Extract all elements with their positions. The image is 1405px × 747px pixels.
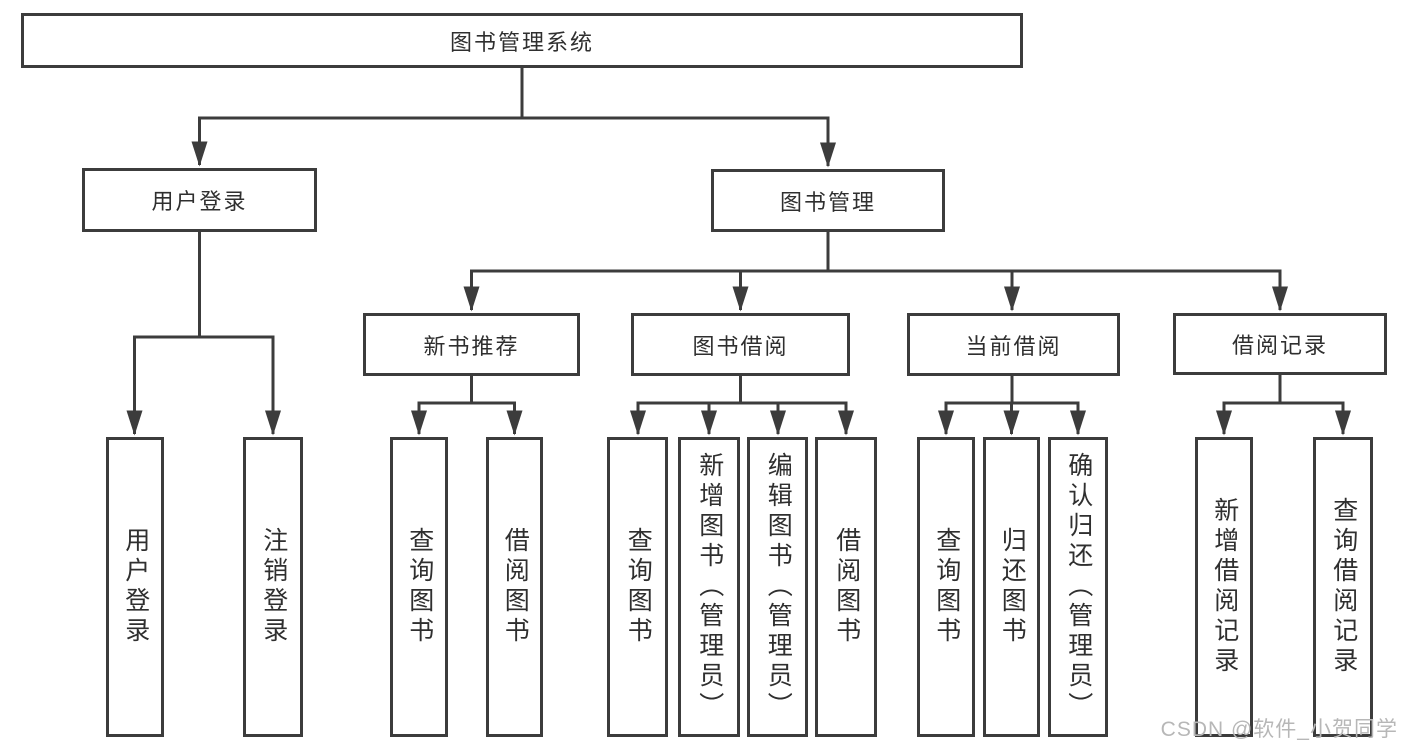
node-book-borrow: 图书借阅: [631, 313, 850, 376]
node-new-book-recommend-label: 新书推荐: [423, 333, 520, 359]
connector-root-to-level2: [191, 66, 836, 168]
node-current-borrow-label: 当前借阅: [965, 333, 1062, 359]
connector-userlogin-to-leaves: [126, 230, 281, 436]
leaf-confirm-return-admin: 确认归还（管理员）: [1048, 437, 1108, 737]
node-borrow-records-label: 借阅记录: [1231, 333, 1328, 358]
node-borrow-records: 借阅记录: [1173, 313, 1387, 375]
leaf-return-books-label: 归还图书: [998, 527, 1027, 647]
leaf-newbook-query-books: 查询图书: [390, 437, 448, 737]
leaf-current-query-books-label: 查询图书: [932, 527, 961, 647]
node-root-system-label: 图书管理系统: [449, 29, 594, 55]
leaf-query-borrow-record: 查询借阅记录: [1313, 437, 1373, 737]
watermark: CSDN @软件_小贺同学: [1160, 718, 1398, 741]
leaf-logout: 注销登录: [243, 437, 303, 737]
connector-bookborrow-to-leaves: [630, 374, 854, 436]
node-book-borrow-label: 图书借阅: [692, 333, 789, 359]
connector-currentborrow-to-leaves: [938, 374, 1086, 436]
leaf-return-books: 归还图书: [983, 437, 1040, 737]
node-user-login: 用户登录: [82, 168, 317, 232]
connector-newbook-to-leaves: [411, 374, 523, 436]
leaf-add-books-admin-label: 新增图书（管理员）: [695, 452, 724, 722]
leaf-confirm-return-admin-label: 确认归还（管理员）: [1064, 452, 1093, 722]
leaf-logout-label: 注销登录: [259, 527, 288, 647]
leaf-borrow-query-books: 查询图书: [607, 437, 668, 737]
connector-bookmgmt-to-level3: [463, 230, 1288, 312]
leaf-user-login-label: 用户登录: [121, 527, 150, 647]
connector-borrowrecords-to-leaves: [1216, 373, 1351, 436]
leaf-newbook-borrow-books-label: 借阅图书: [501, 527, 530, 647]
leaf-edit-books-admin-label: 编辑图书（管理员）: [764, 452, 793, 722]
leaf-add-borrow-record: 新增借阅记录: [1195, 437, 1253, 737]
node-new-book-recommend: 新书推荐: [363, 313, 580, 376]
leaf-edit-books-admin: 编辑图书（管理员）: [747, 437, 808, 737]
leaf-newbook-query-books-label: 查询图书: [405, 527, 434, 647]
node-book-management: 图书管理: [711, 169, 945, 232]
leaf-newbook-borrow-books: 借阅图书: [486, 437, 543, 737]
node-root-system: 图书管理系统: [21, 13, 1023, 68]
node-current-borrow: 当前借阅: [907, 313, 1120, 376]
leaf-borrow-books-label: 借阅图书: [832, 527, 861, 647]
leaf-add-borrow-record-label: 新增借阅记录: [1210, 497, 1239, 677]
leaf-current-query-books: 查询图书: [917, 437, 975, 737]
leaf-query-borrow-record-label: 查询借阅记录: [1329, 497, 1358, 677]
node-book-management-label: 图书管理: [779, 189, 876, 215]
node-user-login-label: 用户登录: [151, 189, 248, 214]
leaf-borrow-books: 借阅图书: [815, 437, 877, 737]
leaf-borrow-query-books-label: 查询图书: [624, 527, 653, 647]
leaf-add-books-admin: 新增图书（管理员）: [678, 437, 740, 737]
leaf-user-login: 用户登录: [106, 437, 164, 737]
